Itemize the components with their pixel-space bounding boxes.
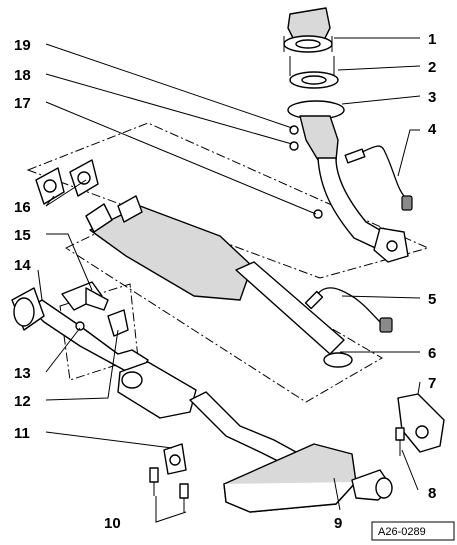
nut-17	[313, 209, 323, 219]
callout-19: 19	[14, 37, 31, 54]
callout-15: 15	[14, 227, 31, 244]
reference-code-box: A26-0289	[371, 521, 455, 541]
callout-2: 2	[428, 59, 436, 76]
rear-bracket	[397, 393, 445, 453]
callout-6: 6	[428, 345, 436, 362]
callout-labels: 1 2 3 4 5 6 7 8 9 10 11 12 13 14 15 16 1…	[14, 31, 437, 532]
rear-hanger	[163, 443, 187, 475]
studs	[289, 56, 335, 76]
front-exhaust-pipe	[287, 100, 409, 263]
gasket	[289, 71, 339, 89]
rear-silencer	[223, 443, 393, 513]
hanger-group-outline	[59, 283, 139, 381]
bracket-bolt	[395, 427, 405, 456]
hanger-bolts	[149, 467, 189, 512]
bracket-clamp	[61, 281, 109, 311]
catalytic-converter	[85, 195, 353, 368]
oxygen-sensor-upstream	[344, 145, 413, 211]
callout-10: 10	[104, 515, 121, 532]
callout-18: 18	[14, 67, 31, 84]
oxygen-sensor-downstream	[304, 287, 393, 333]
callout-9: 9	[334, 515, 342, 532]
callout-11: 11	[14, 425, 30, 442]
callout-13: 13	[14, 365, 31, 382]
manifold-outlet	[283, 7, 333, 53]
callout-17: 17	[14, 95, 31, 112]
reference-code: A26-0289	[378, 526, 426, 538]
leader-lines	[37, 37, 421, 523]
callout-1: 1	[428, 31, 436, 48]
flange-gaskets	[35, 159, 99, 205]
callout-12: 12	[14, 393, 31, 410]
callout-3: 3	[428, 89, 436, 106]
callout-8: 8	[428, 485, 436, 502]
front-silencer	[117, 361, 197, 419]
callout-5: 5	[428, 291, 436, 308]
exhaust-pipe-front-section	[11, 287, 149, 373]
callout-16: 16	[14, 199, 31, 216]
callout-14: 14	[14, 257, 31, 274]
rubber-mount	[75, 309, 129, 337]
nut-18	[289, 141, 299, 151]
callout-4: 4	[428, 121, 437, 138]
callout-7: 7	[428, 375, 436, 392]
